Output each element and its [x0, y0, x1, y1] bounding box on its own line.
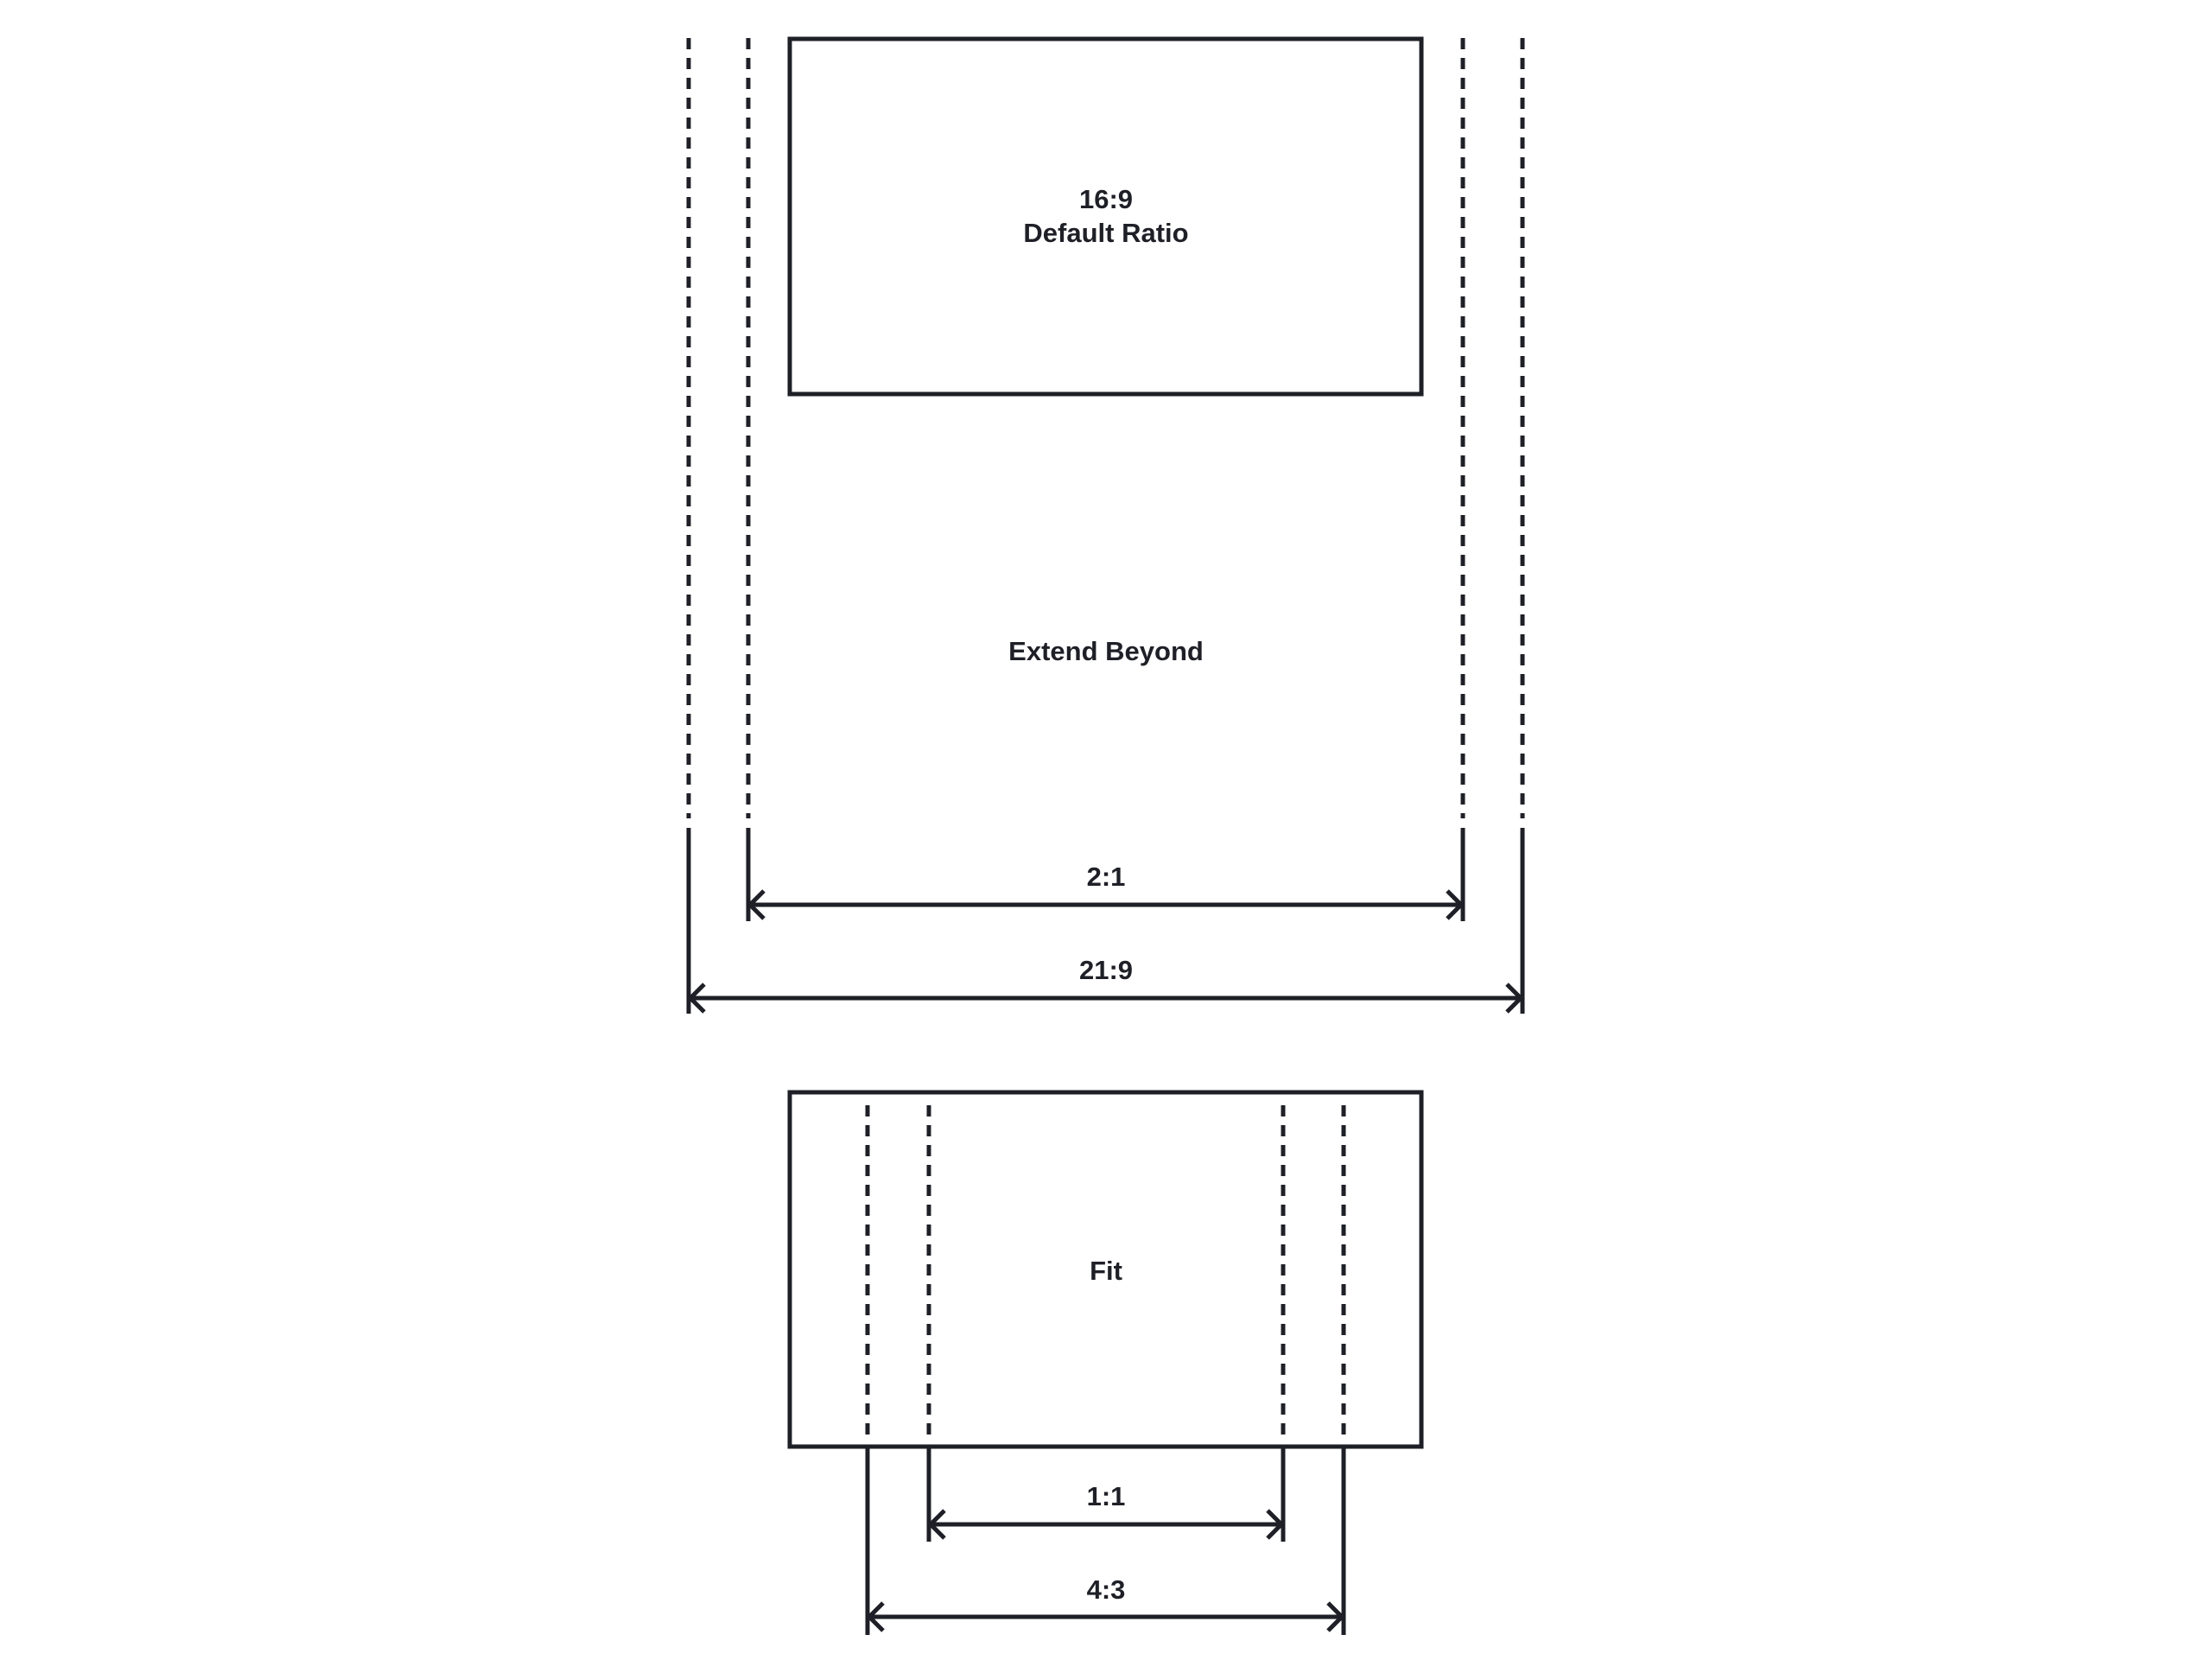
fit-diagram: Fit 1:1 4:3 — [787, 1090, 1424, 1635]
fit-label: Fit — [1090, 1256, 1122, 1286]
extend-beyond-diagram: 16:9 Default Ratio Extend Beyond 2:1 21:… — [686, 36, 1525, 1014]
dimension-arrow-4-3 — [866, 1601, 1345, 1632]
fit-box — [787, 1090, 1424, 1449]
dimension-arrow-21-9 — [687, 983, 1524, 1014]
default-ratio-box — [787, 36, 1424, 397]
dimension-label-2-1: 2:1 — [1087, 862, 1126, 892]
dimension-label-21-9: 21:9 — [1079, 955, 1133, 985]
dimension-arrow-1-1 — [927, 1509, 1285, 1540]
dimension-label-1-1: 1:1 — [1087, 1481, 1126, 1511]
dimension-label-4-3: 4:3 — [1087, 1574, 1126, 1605]
default-ratio-caption: Default Ratio — [1023, 218, 1188, 248]
dimension-arrow-2-1 — [747, 889, 1465, 920]
extend-beyond-label: Extend Beyond — [1008, 636, 1204, 666]
default-ratio-value: 16:9 — [1079, 184, 1133, 214]
